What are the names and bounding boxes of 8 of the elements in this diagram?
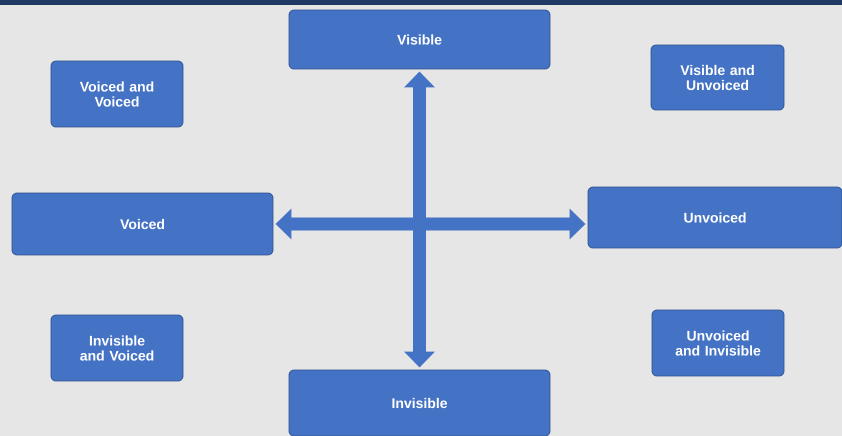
label-box: Voiced [12, 192, 274, 256]
label-box: Unvoiced and Invisible [652, 310, 784, 376]
label-box: Visible and Unvoiced [650, 44, 784, 110]
label-box: Voiced and Voiced [50, 60, 184, 128]
label-box: Unvoiced [588, 186, 842, 248]
label-box: Invisible [288, 370, 550, 436]
label-box: Visible [288, 10, 550, 70]
label-box: Invisible and Voiced [50, 314, 184, 382]
